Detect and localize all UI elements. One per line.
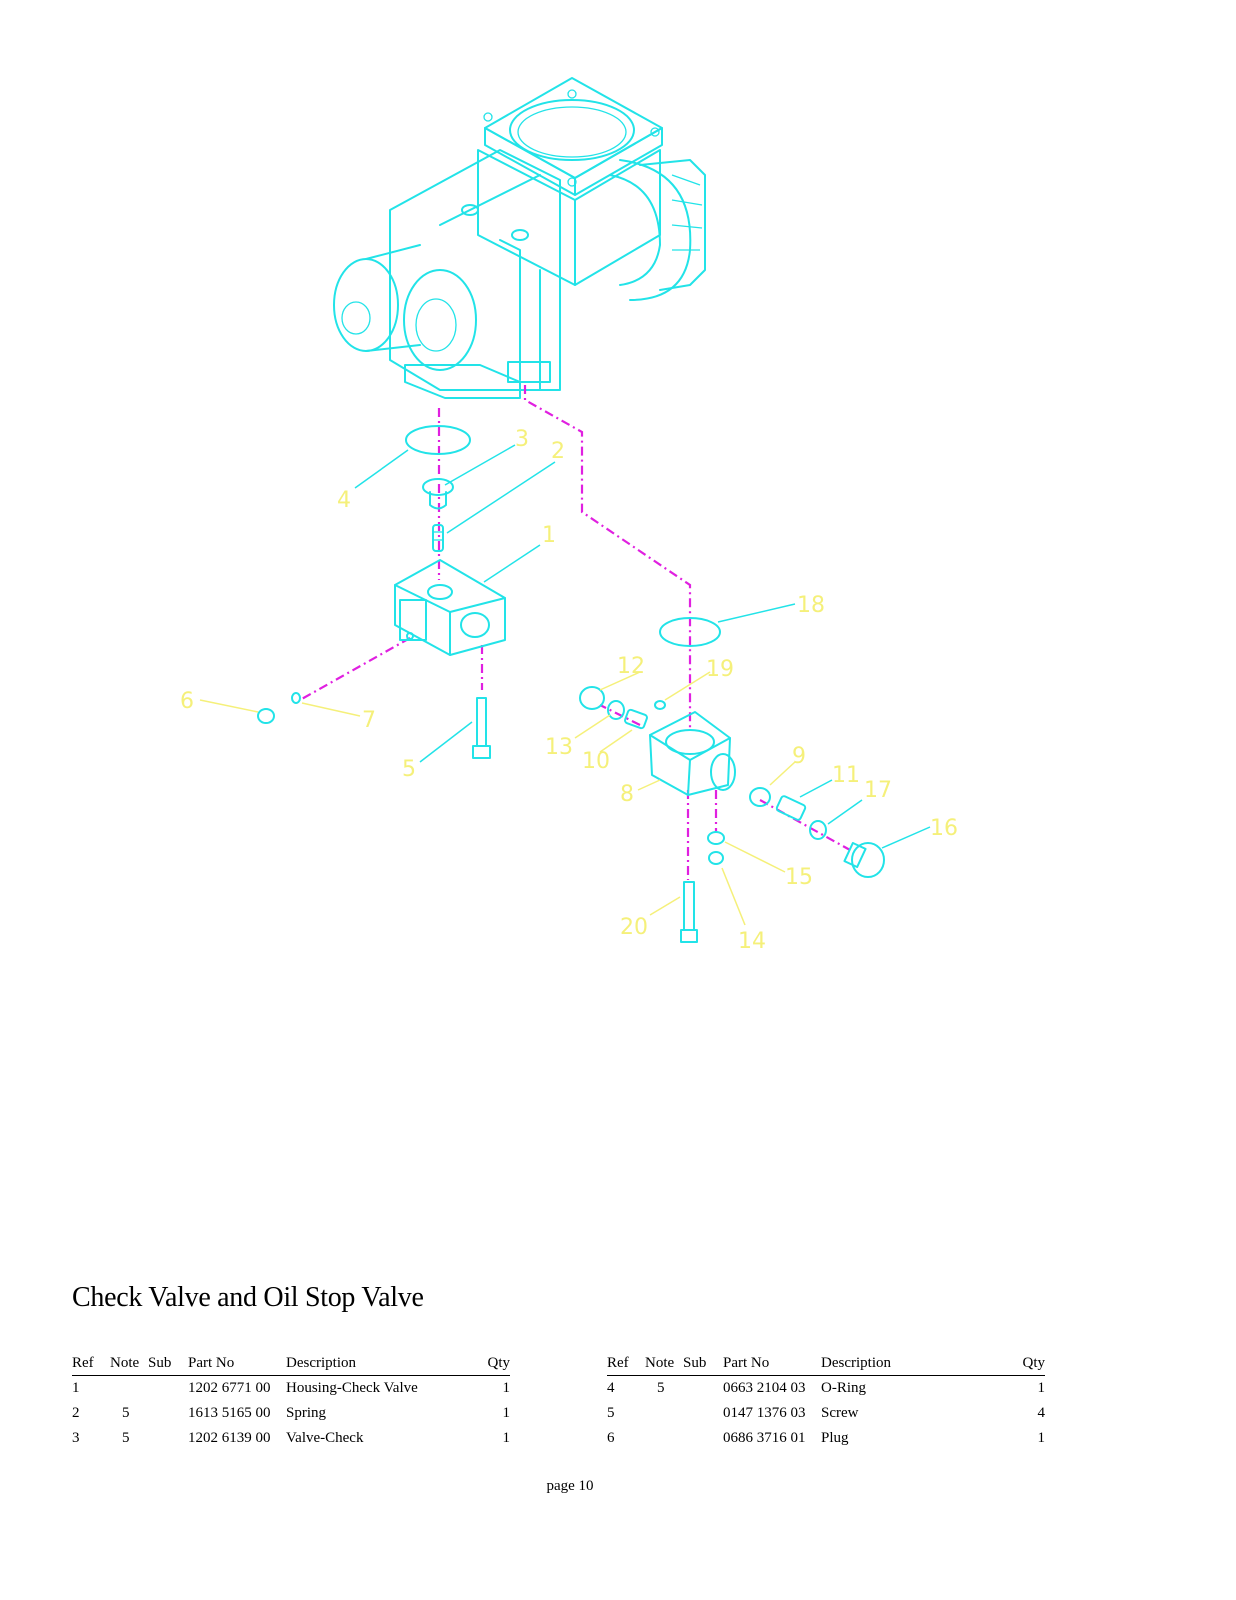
cell-qty: 1 (1037, 1430, 1046, 1446)
cell-part-no: 1202 6139 00 (188, 1430, 271, 1446)
callout-labels: 1 2 3 4 5 6 7 8 9 10 11 12 13 14 15 16 1… (180, 427, 958, 954)
callout-17: 17 (864, 778, 892, 803)
callout-3: 3 (515, 427, 529, 452)
cell-qty: 1 (502, 1380, 511, 1396)
cell-note (645, 1426, 683, 1451)
callout-7: 7 (362, 708, 376, 733)
header-part-no: Part No (188, 1355, 286, 1376)
cell-part-no: 1613 5165 00 (188, 1405, 271, 1421)
cell-sub (148, 1376, 188, 1402)
callout-8: 8 (620, 782, 634, 807)
parts-table-left: Ref Note Sub Part No Description Qty 1 1… (72, 1355, 510, 1451)
table-header-row: Ref Note Sub Part No Description Qty (607, 1355, 1045, 1376)
header-part-no: Part No (723, 1355, 821, 1376)
header-sub: Sub (148, 1355, 188, 1376)
header-ref: Ref (72, 1355, 110, 1376)
cell-part-no: 0663 2104 03 (723, 1380, 806, 1396)
callout-16: 16 (930, 816, 958, 841)
cell-note (645, 1401, 683, 1426)
cell-ref: 4 (607, 1380, 615, 1396)
cell-note: 5 (122, 1405, 130, 1421)
cell-ref: 2 (72, 1405, 80, 1421)
compressor-housing (333, 77, 706, 399)
section-title: Check Valve and Oil Stop Valve (72, 1282, 424, 1313)
cell-ref: 3 (72, 1430, 80, 1446)
assembly-lines (299, 385, 851, 880)
cell-note: 5 (657, 1380, 665, 1396)
callout-18: 18 (797, 593, 825, 618)
table-row: 3 5 1202 6139 00 Valve-Check 1 (72, 1426, 510, 1451)
header-note: Note (645, 1355, 683, 1376)
exploded-parts-diagram: 1 2 3 4 5 6 7 8 9 10 11 12 13 14 15 16 1… (180, 77, 958, 954)
check-valve-parts (257, 425, 506, 759)
header-ref: Ref (607, 1355, 645, 1376)
cell-description: Housing-Check Valve (286, 1380, 418, 1396)
cell-description: Valve-Check (286, 1430, 364, 1446)
callout-2: 2 (551, 439, 565, 464)
cell-part-no: 0147 1376 03 (723, 1405, 806, 1421)
page-number: page 10 (546, 1478, 594, 1494)
callout-9: 9 (792, 744, 806, 769)
cell-sub (683, 1426, 723, 1451)
callout-13: 13 (545, 735, 573, 760)
header-description: Description (286, 1355, 476, 1376)
cell-sub (148, 1401, 188, 1426)
table-row: 5 0147 1376 03 Screw 4 (607, 1401, 1045, 1426)
table-header-row: Ref Note Sub Part No Description Qty (72, 1355, 510, 1376)
parts-table-right: Ref Note Sub Part No Description Qty 4 5… (607, 1355, 1045, 1451)
cell-part-no: 1202 6771 00 (188, 1380, 271, 1396)
cell-qty: 1 (502, 1405, 511, 1421)
callout-11: 11 (832, 763, 860, 788)
header-note: Note (110, 1355, 148, 1376)
header-sub: Sub (683, 1355, 723, 1376)
table-row: 4 5 0663 2104 03 O-Ring 1 (607, 1376, 1045, 1402)
cell-description: O-Ring (821, 1380, 866, 1396)
cell-ref: 6 (607, 1430, 615, 1446)
header-qty: Qty (476, 1355, 510, 1376)
table-row: 2 5 1613 5165 00 Spring 1 (72, 1401, 510, 1426)
cell-sub (683, 1376, 723, 1402)
cell-sub (683, 1401, 723, 1426)
header-description: Description (821, 1355, 1011, 1376)
cell-qty: 1 (502, 1430, 511, 1446)
oil-stop-valve-parts (579, 617, 885, 943)
cell-description: Screw (821, 1405, 859, 1421)
callout-1: 1 (542, 523, 556, 548)
callout-12: 12 (617, 654, 645, 679)
cell-qty: 4 (1037, 1405, 1046, 1421)
cell-description: Spring (286, 1405, 327, 1421)
callout-5: 5 (402, 757, 416, 782)
cell-note: 5 (122, 1430, 130, 1446)
callout-10: 10 (582, 749, 610, 774)
callout-19: 19 (706, 657, 734, 682)
cell-part-no: 0686 3716 01 (723, 1430, 806, 1446)
cell-note (110, 1376, 148, 1402)
callout-4: 4 (337, 488, 351, 513)
cell-sub (148, 1426, 188, 1451)
cell-ref: 1 (72, 1380, 80, 1396)
table-row: 6 0686 3716 01 Plug 1 (607, 1426, 1045, 1451)
callout-20: 20 (620, 915, 648, 940)
table-row: 1 1202 6771 00 Housing-Check Valve 1 (72, 1376, 510, 1402)
leader-lines (199, 444, 931, 926)
callout-6: 6 (180, 689, 194, 714)
callout-14: 14 (738, 929, 766, 954)
cell-ref: 5 (607, 1405, 615, 1421)
header-qty: Qty (1011, 1355, 1045, 1376)
cell-qty: 1 (1037, 1380, 1046, 1396)
cell-description: Plug (821, 1430, 849, 1446)
callout-15: 15 (785, 865, 813, 890)
